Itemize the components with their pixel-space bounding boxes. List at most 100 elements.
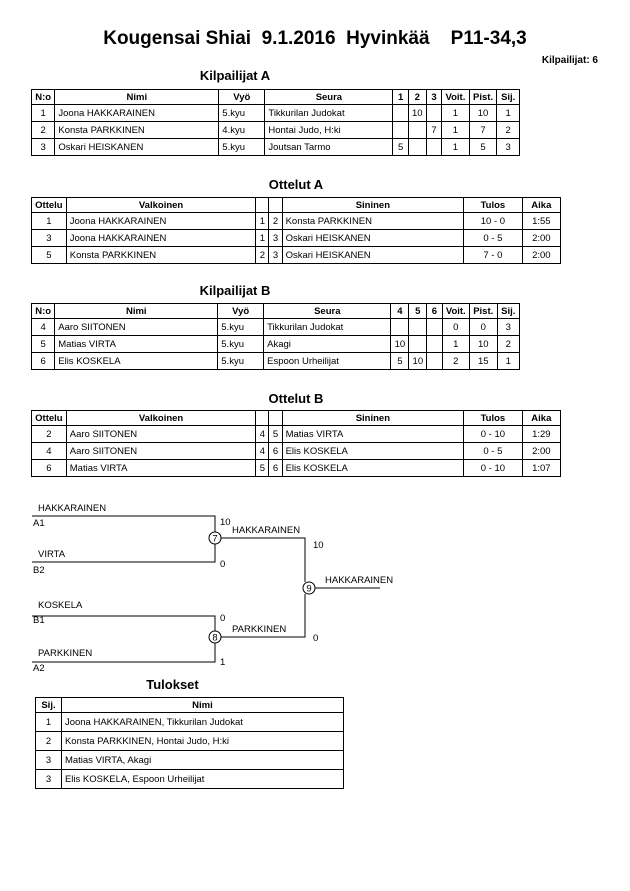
cell: 6 (31, 459, 67, 477)
cell: 3 (31, 229, 67, 247)
cell: 1 (35, 712, 62, 732)
cell: 0 (468, 318, 498, 336)
col-header: Nimi (54, 303, 219, 319)
bracket-slot-2-score: 0 (220, 559, 225, 570)
bracket-slot-4-score: 1 (220, 657, 225, 668)
cell: 1:55 (521, 212, 562, 230)
col-header (268, 410, 283, 426)
col-header: Pist. (468, 89, 498, 105)
cell (407, 121, 427, 139)
cell: Oskari HEISKANEN (54, 138, 220, 156)
cell (390, 318, 410, 336)
pool-b-table: N:o Nimi Vyö Seura 4 5 6 Voit. Pist. Sij… (30, 303, 521, 370)
cell: Konsta PARKKINEN, Hontai Judo, H:ki (60, 731, 345, 751)
cell: Joutsan Tarmo (264, 138, 394, 156)
col-header: Nimi (60, 697, 345, 713)
cell: Akagi (263, 335, 392, 353)
col-header: Sininen (281, 410, 465, 426)
cell (425, 138, 443, 156)
cell: 5.kyu (217, 318, 265, 336)
col-header: Ottelu (31, 197, 67, 213)
col-header: Voit. (441, 303, 470, 319)
match-7-winner: HAKKARAINEN (232, 525, 300, 536)
pool-b-title: Kilpailijat B (199, 283, 271, 298)
col-header: Seura (263, 303, 392, 319)
col-header: Voit. (441, 89, 470, 105)
cell: 2 (255, 246, 270, 264)
cell: 1 (255, 212, 270, 230)
cell: Elis KOSKELA (281, 442, 465, 460)
cell: 5.kyu (218, 138, 266, 156)
bracket-slot-3-name: KOSKELA (38, 600, 83, 611)
col-header: 3 (425, 89, 443, 105)
cell: 5 (468, 138, 498, 156)
match-8-marker (208, 630, 222, 644)
match-8-winner: PARKKINEN (232, 624, 286, 635)
col-header: 5 (408, 303, 428, 319)
cell: 3 (30, 138, 56, 156)
results-title: Tulokset (146, 677, 199, 692)
cell: 3 (496, 138, 520, 156)
cell (392, 121, 409, 139)
col-header: Ottelu (31, 410, 67, 426)
cell: 2 (496, 121, 520, 139)
cell: 4 (255, 442, 270, 460)
cell: Tikkurilan Judokat (264, 104, 394, 122)
page-title: Kougensai Shiai 9.1.2016 Hyvinkää P11-34… (103, 28, 527, 49)
cell: 10 - 0 (463, 212, 523, 230)
cell: 4 (30, 318, 56, 336)
cell: 0 - 5 (463, 442, 523, 460)
cell: Aaro SIITONEN (65, 442, 257, 460)
table-header-row: Ottelu Valkoinen Sininen Tulos Aika (31, 197, 562, 213)
cell (425, 104, 443, 122)
col-header (255, 197, 270, 213)
cell: 5 (31, 246, 67, 264)
cell: 1 (441, 121, 470, 139)
match-8-number: 8 (212, 633, 217, 644)
bracket-slot-3-seed: B1 (33, 615, 45, 626)
cell: 1 (441, 335, 470, 353)
cell: 2:00 (521, 229, 562, 247)
col-header (255, 410, 270, 426)
col-header: Valkoinen (65, 410, 257, 426)
cell (426, 352, 443, 370)
cell: 5 (30, 335, 56, 353)
cell: Elis KOSKELA (54, 352, 219, 370)
bracket-slot-2-seed: B2 (33, 565, 45, 576)
cell: 2:00 (521, 246, 562, 264)
cell: 2 (35, 731, 62, 751)
cell: 6 (268, 442, 283, 460)
cell: 6 (30, 352, 56, 370)
cell: 3 (35, 750, 62, 770)
match-8-score: 0 (313, 633, 318, 644)
cell: 5 (390, 352, 410, 370)
cell: 3 (496, 318, 521, 336)
cell: Konsta PARKKINEN (281, 212, 465, 230)
col-header: 1 (392, 89, 409, 105)
cell: 5 (268, 425, 283, 443)
cell: 0 (441, 318, 470, 336)
col-header: Aika (521, 197, 562, 213)
cell: Matias VIRTA (65, 459, 257, 477)
cell (408, 335, 428, 353)
cell: 10 (390, 335, 410, 353)
col-header: 2 (407, 89, 427, 105)
cell: Matias VIRTA, Akagi (60, 750, 345, 770)
cell: Joona HAKKARAINEN, Tikkurilan Judokat (60, 712, 345, 732)
cell: 2:00 (521, 442, 562, 460)
cell (408, 318, 428, 336)
cell (426, 335, 443, 353)
col-header: N:o (30, 89, 56, 105)
